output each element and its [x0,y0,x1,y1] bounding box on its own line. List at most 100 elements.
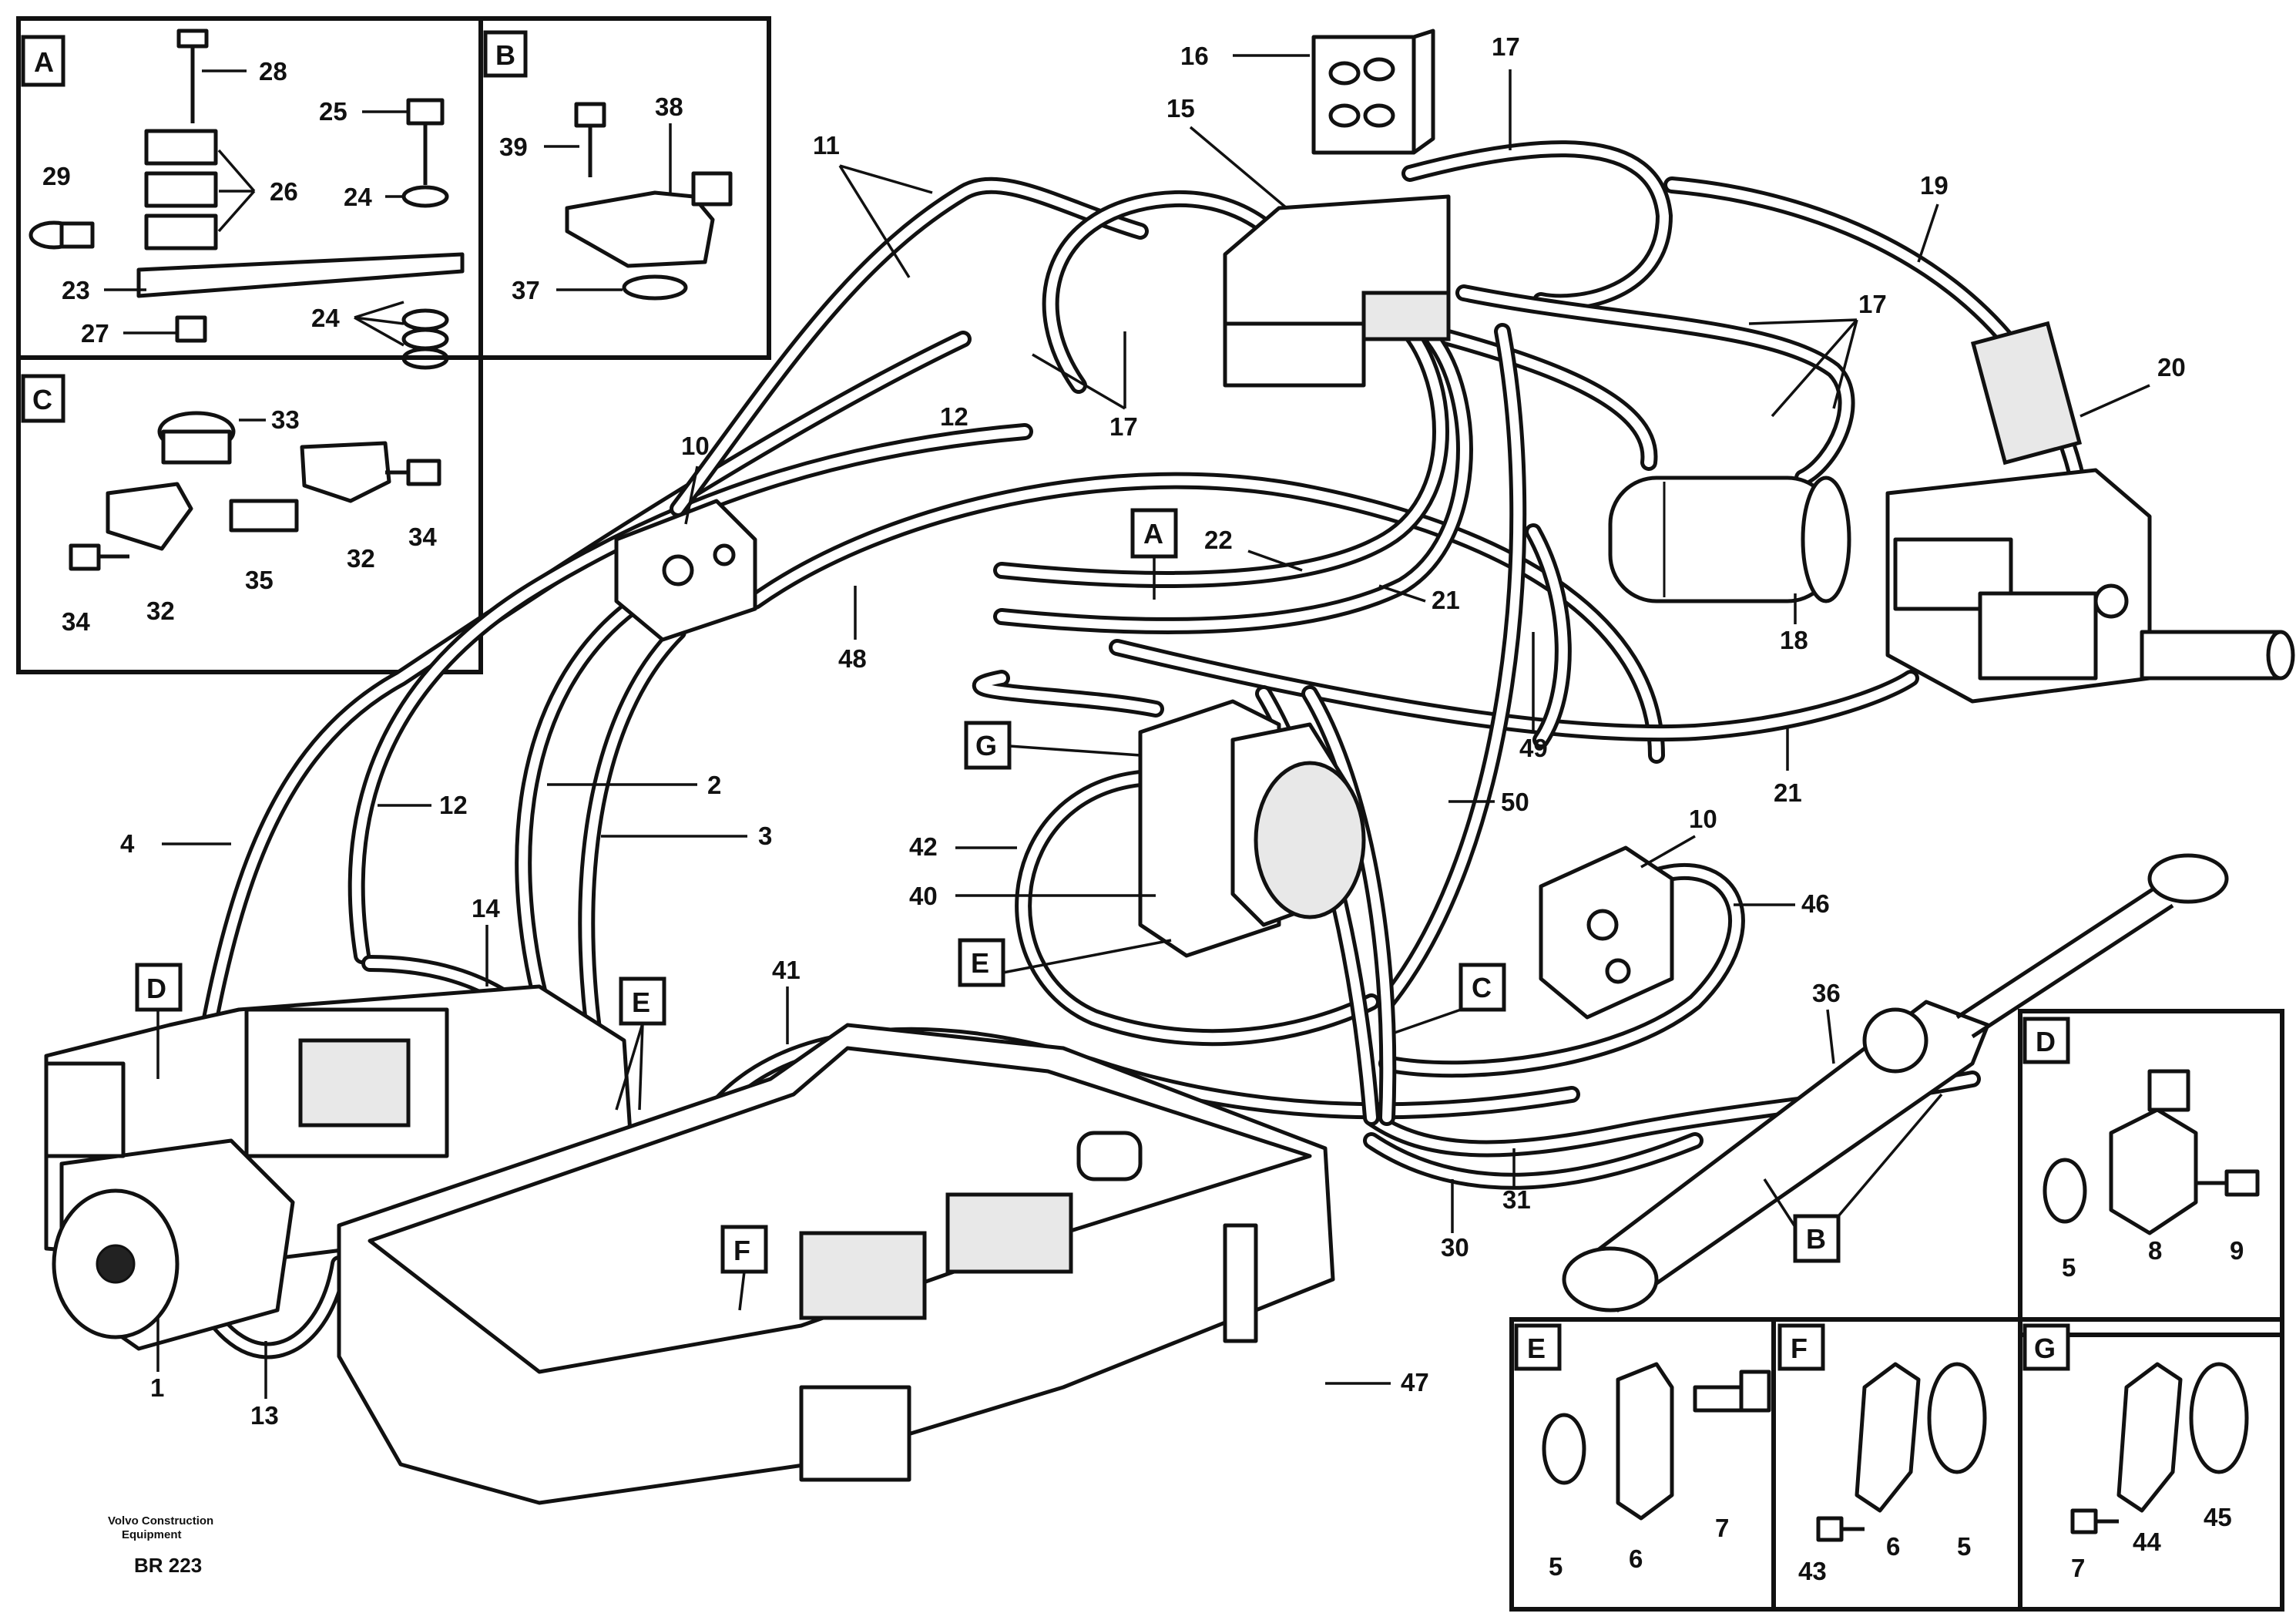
label-16: 16 [1180,42,1209,70]
detail-box-e-label: E [1527,1333,1546,1364]
label-48: 48 [838,644,867,673]
callout-b: B [1763,1093,1943,1263]
label-12-top: 12 [940,402,968,431]
detail-box-d: D 5 8 9 [2018,1009,2284,1337]
label-34-left: 34 [62,607,90,636]
label-43: 43 [1798,1557,1827,1585]
label-38: 38 [655,92,683,121]
steering-cylinder-36 [1562,853,2229,1312]
control-valve-16 [1311,29,1435,155]
callout-e-main: E [958,938,1172,987]
label-49: 49 [1519,734,1548,762]
label-30: 30 [1441,1233,1469,1262]
label-2: 2 [707,771,721,799]
callout-f: F [720,1225,768,1311]
label-32-right: 32 [347,544,375,573]
label-37: 37 [512,276,540,304]
label-33: 33 [271,405,300,434]
label-25: 25 [319,97,347,126]
label-17-right: 17 [1858,290,1887,318]
label-17-top: 17 [1492,32,1520,61]
label-12-mid: 12 [439,791,468,819]
label-6-f: 6 [1886,1532,1900,1561]
svg-text:B: B [1806,1223,1826,1255]
label-8: 8 [2148,1236,2162,1265]
label-46: 46 [1801,889,1830,918]
label-39: 39 [499,133,528,161]
flange-half-e-drawing [1542,1362,1771,1521]
detail-box-e: E 5 6 7 [1509,1317,1776,1612]
detail-box-a: A 28 25 26 24 29 23 [16,16,483,370]
brand-line-2: Equipment [122,1528,182,1541]
brand-line-1: Volvo Construction [108,1514,213,1528]
detail-box-d-label: D [2036,1026,2056,1057]
label-50: 50 [1501,788,1529,816]
detail-box-b: B 39 38 37 [478,16,771,360]
detail-box-a-label: A [34,46,54,78]
detail-box-c: C 33 34 32 35 32 34 [16,355,483,674]
elbow-fitting-drawing [565,102,733,301]
callout-g: G [964,721,1141,770]
label-40: 40 [909,882,938,910]
label-28: 28 [259,57,287,86]
label-4: 4 [120,829,135,858]
detail-box-b-label: B [495,39,515,71]
label-13: 13 [250,1401,279,1430]
label-44: 44 [2133,1528,2161,1556]
label-21-bottom: 21 [1774,778,1802,807]
footer: Volvo Construction Equipment BR 223 [108,1514,213,1577]
label-10-top: 10 [681,432,710,460]
reference-code: BR 223 [134,1554,202,1577]
callout-e-pump: E [615,976,666,1111]
svg-text:G: G [975,730,997,761]
callout-c: C [1394,963,1506,1034]
detail-box-f: F 43 6 5 [1771,1317,2022,1612]
label-7-e: 7 [1715,1514,1729,1542]
label-27: 27 [81,319,109,348]
detail-box-f-label: F [1791,1333,1808,1364]
label-47: 47 [1401,1368,1429,1396]
label-1: 1 [150,1373,164,1402]
callout-a: A [1130,508,1178,600]
label-9: 9 [2230,1236,2244,1265]
detail-box-g: G 7 44 45 [2018,1317,2284,1612]
svg-text:E: E [971,947,989,979]
svg-text:C: C [1472,972,1492,1003]
label-31: 31 [1502,1185,1531,1214]
callout-d: D [135,963,183,1079]
detail-box-c-label: C [32,384,52,415]
distribution-block-10-bottom [1539,845,1674,1020]
label-20: 20 [2157,353,2186,381]
svg-text:A: A [1143,518,1163,550]
svg-text:F: F [733,1235,750,1266]
label-42: 42 [909,832,938,861]
label-24-bottom: 24 [311,304,340,332]
label-45: 45 [2204,1503,2232,1531]
flange-fitting-drawing [2043,1069,2260,1235]
label-11: 11 [813,131,840,160]
label-32-left: 32 [146,597,175,625]
detail-box-g-label: G [2034,1333,2056,1364]
svg-text:E: E [632,986,650,1018]
label-17-left: 17 [1109,412,1138,441]
label-23: 23 [62,276,90,304]
pump-assembly-1 [44,984,634,1351]
label-7-g: 7 [2071,1554,2085,1582]
label-36: 36 [1812,979,1841,1007]
label-21-top: 21 [1432,586,1460,614]
svg-text:D: D [146,973,166,1004]
label-26: 26 [270,177,298,206]
priority-valve-20 [1885,468,2295,704]
label-24-top: 24 [344,183,372,211]
label-34-right: 34 [408,523,437,551]
label-41: 41 [772,956,801,984]
label-10-bottom: 10 [1689,805,1717,833]
bracket-assembly-drawing [29,29,465,370]
label-35: 35 [245,566,274,594]
valve-40 [1138,699,1366,958]
manifold-block-15 [1223,194,1451,388]
label-3: 3 [758,822,772,850]
label-14: 14 [472,894,500,923]
label-6-e: 6 [1629,1544,1643,1573]
